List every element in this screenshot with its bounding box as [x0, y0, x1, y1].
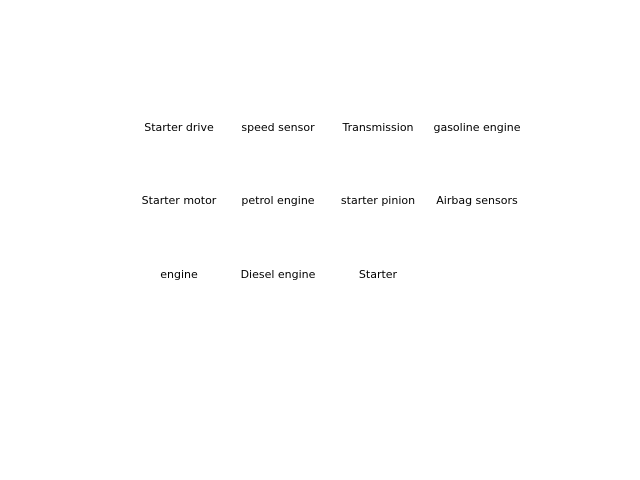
label-speed-sensor: speed sensor	[241, 121, 315, 134]
label-petrol-engine: petrol engine	[241, 194, 315, 207]
label-airbag-sensors: Airbag sensors	[436, 194, 518, 207]
label-starter-motor: Starter motor	[141, 194, 217, 207]
label-transmission: Transmission	[342, 121, 414, 134]
label-starter: Starter	[358, 268, 398, 281]
label-gasoline-engine: gasoline engine	[433, 121, 521, 134]
label-starter-pinion: starter pinion	[340, 194, 416, 207]
label-engine: engine	[160, 268, 198, 281]
label-starter-drive: Starter drive	[144, 121, 214, 134]
label-diesel-engine: Diesel engine	[240, 268, 316, 281]
